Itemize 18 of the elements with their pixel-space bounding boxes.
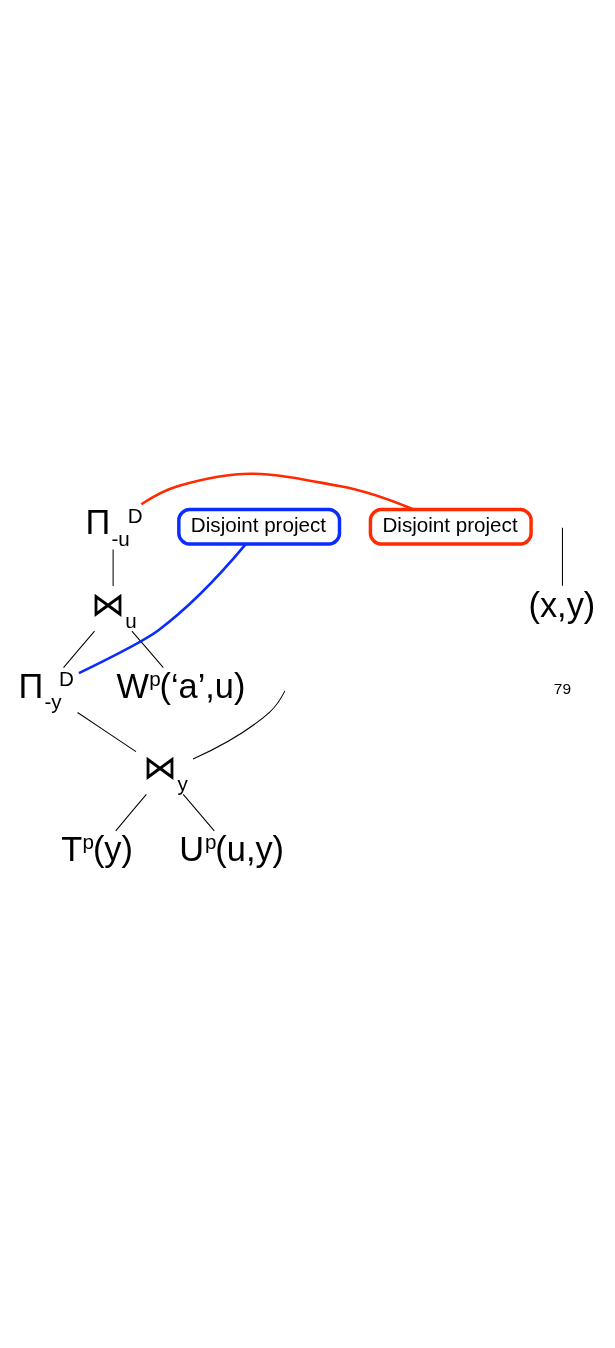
connector [63,630,96,668]
connector [115,793,147,831]
connector [561,526,563,586]
node-text: T$^{p}$(y) [61,829,133,868]
connector [140,472,415,511]
connector [192,689,286,760]
connector [78,542,247,674]
label: 79 [553,679,572,697]
node-text: (x,y) [528,585,596,624]
node-box: Disjoint project [177,507,342,546]
node-text: W$^{p}$(‘a’,u) [116,666,246,705]
connector [77,711,137,752]
node-text: ⋈$_{y}$ [143,747,188,795]
connector [131,630,164,668]
node-text: U$^{p}$(u,y) [179,829,285,868]
node-text: ⋈$_{u}$ [90,584,137,632]
node-box: Disjoint project [368,507,533,546]
connector [182,793,215,831]
